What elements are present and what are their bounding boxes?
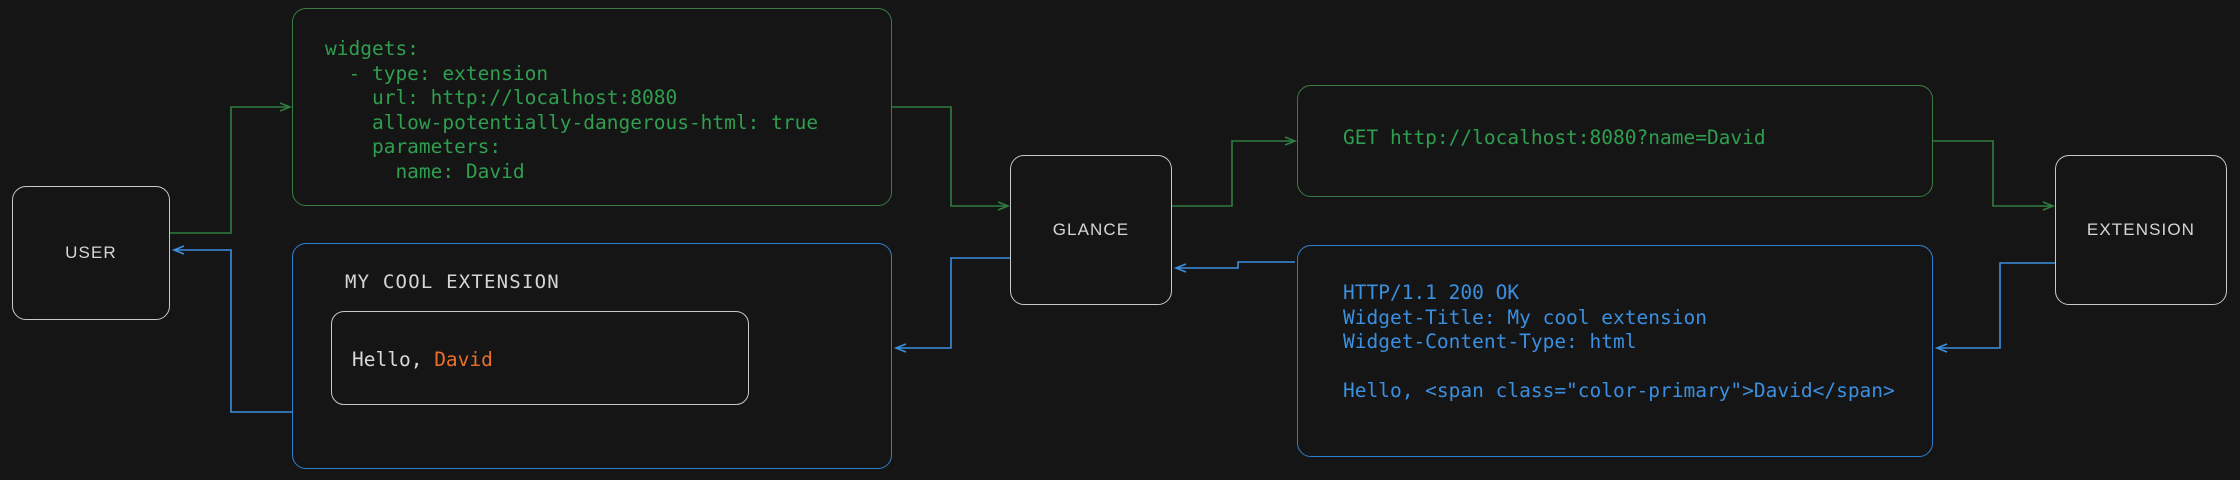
edge-glance-to-get <box>1172 136 1298 207</box>
edge-response-to-glance <box>1173 261 1295 273</box>
get-request-block: GET http://localhost:8080?name=David <box>1297 85 1933 197</box>
http-response-text: HTTP/1.1 200 OK Widget-Title: My cool ex… <box>1343 281 1895 402</box>
node-extension[interactable]: EXTENSION <box>2055 155 2227 305</box>
node-user[interactable]: USER <box>12 186 170 320</box>
yaml-config-block: widgets: - type: extension url: http://l… <box>292 8 892 206</box>
rendered-widget-block: MY COOL EXTENSION Hello, David <box>292 243 892 469</box>
get-request-text: GET http://localhost:8080?name=David <box>1343 126 1766 149</box>
edge-yaml-to-glance <box>892 106 1011 211</box>
node-user-label: USER <box>65 243 117 262</box>
edge-glance-to-widget <box>893 257 1010 353</box>
edge-user-to-yaml <box>170 102 293 234</box>
rendered-widget-content-card: Hello, David <box>331 311 749 405</box>
edge-widget-to-user <box>171 245 292 413</box>
greeting-prefix: Hello, <box>352 348 435 371</box>
yaml-config-text: widgets: - type: extension url: http://l… <box>325 37 819 183</box>
node-glance[interactable]: GLANCE <box>1010 155 1172 305</box>
node-glance-label: GLANCE <box>1052 220 1130 239</box>
rendered-widget-title: MY COOL EXTENSION <box>345 271 560 293</box>
edge-get-to-extension <box>1933 140 2056 211</box>
rendered-widget-greeting: Hello, David <box>352 348 493 371</box>
greeting-name: David <box>434 348 493 371</box>
node-extension-label: EXTENSION <box>2086 220 2196 239</box>
http-response-block: HTTP/1.1 200 OK Widget-Title: My cool ex… <box>1297 245 1933 457</box>
